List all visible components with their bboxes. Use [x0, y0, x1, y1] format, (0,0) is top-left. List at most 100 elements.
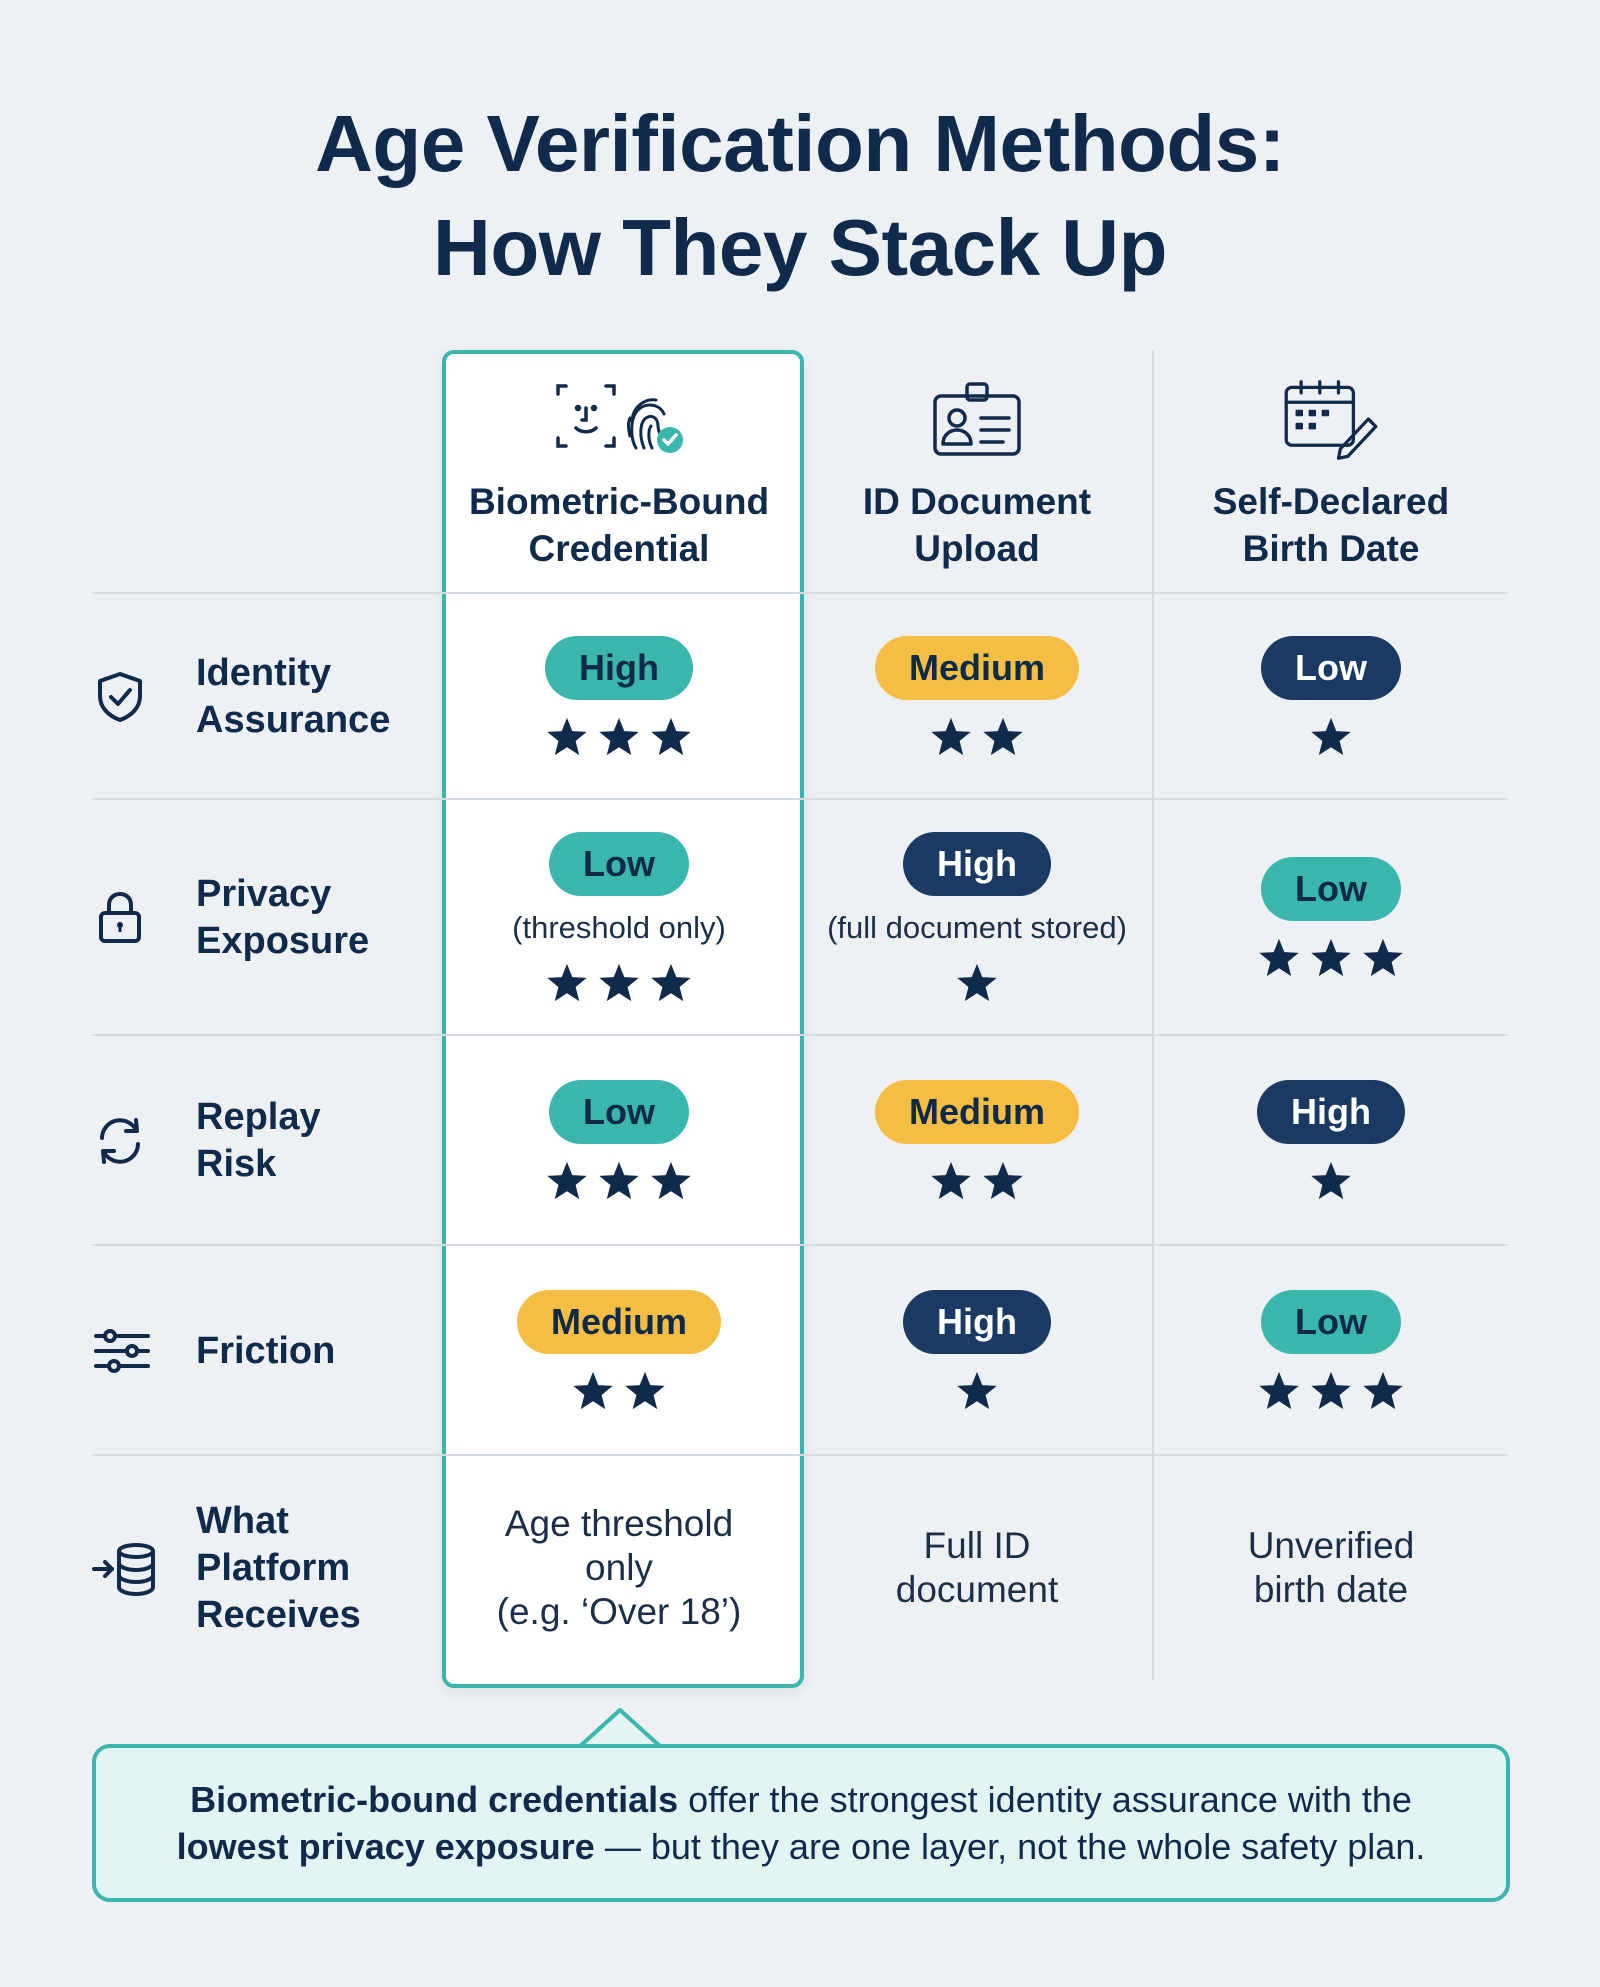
rating-cell: High — [1154, 1036, 1508, 1246]
received-data-text: Age threshold only (e.g. ‘Over 18’) — [496, 1503, 742, 1632]
star-icon — [651, 1161, 691, 1200]
star-icon — [599, 717, 639, 756]
star-icon — [1363, 938, 1403, 977]
star-icon — [573, 1371, 613, 1410]
level-badge: Medium — [516, 1290, 721, 1354]
received-data-text: Full ID document — [895, 1525, 1059, 1610]
level-note: (full document stored) — [827, 910, 1127, 945]
arrow-into-database-icon — [92, 1543, 155, 1597]
star-rating — [929, 716, 1025, 758]
rating-cell: Medium — [800, 594, 1154, 800]
star-icon — [547, 1161, 587, 1200]
level-note: (threshold only) — [512, 910, 726, 945]
star-icon — [931, 1161, 971, 1200]
row-divider — [92, 1244, 1508, 1246]
star-rating — [545, 962, 693, 1004]
featured-column-card — [442, 350, 804, 1688]
level-badge: High — [903, 832, 1051, 896]
star-icon — [983, 1161, 1023, 1200]
row-divider — [92, 798, 1508, 800]
row-label-text: Identity Assurance — [196, 652, 391, 741]
callout-bold-1: Biometric-bound credentials — [190, 1779, 679, 1820]
rating-cell: Unverified birth date — [1154, 1456, 1508, 1680]
star-icon — [651, 963, 691, 1002]
column-header: Self-Declared Birth Date — [1154, 378, 1508, 572]
level-badge: Medium — [874, 636, 1079, 700]
star-icon — [1311, 717, 1351, 756]
level-badge: Low — [549, 832, 689, 896]
rating-cell: Low — [1154, 594, 1508, 800]
star-rating — [955, 1370, 999, 1412]
column-header-label: Self-Declared Birth Date — [1212, 481, 1450, 569]
star-rating — [545, 1160, 693, 1202]
level-badge: High — [1257, 1080, 1405, 1144]
comparison-table: Biometric-Bound Credential ID Document Up… — [92, 350, 1508, 1688]
level-badge: Low — [1261, 1290, 1401, 1354]
column-header-label: Biometric-Bound Credential — [468, 481, 770, 569]
shield-check-icon — [98, 672, 142, 722]
rating-cell: Medium — [442, 1246, 796, 1456]
star-rating — [1309, 716, 1353, 758]
star-icon — [957, 963, 997, 1002]
star-rating — [545, 716, 693, 758]
calendar-pencil-icon — [1284, 380, 1378, 460]
callout-text-1: offer the strongest identity assurance w… — [678, 1779, 1412, 1820]
row-label: Replay Risk — [92, 1036, 432, 1246]
row-label-text: Replay Risk — [196, 1096, 321, 1185]
star-icon — [1311, 1161, 1351, 1200]
rating-cell: High (full document stored) — [800, 800, 1154, 1036]
star-icon — [651, 717, 691, 756]
star-rating — [571, 1370, 667, 1412]
rating-cell: Medium — [800, 1036, 1154, 1246]
id-card-icon — [933, 382, 1021, 456]
level-badge: High — [903, 1290, 1051, 1354]
padlock-icon — [99, 891, 141, 943]
star-icon — [1259, 1371, 1299, 1410]
star-icon — [931, 717, 971, 756]
star-icon — [1259, 938, 1299, 977]
star-icon — [547, 717, 587, 756]
column-header: Biometric-Bound Credential — [442, 378, 796, 572]
rating-cell: Low — [1154, 1246, 1508, 1456]
row-label-text: What Platform Receives — [196, 1499, 361, 1636]
row-label: Privacy Exposure — [92, 800, 432, 1036]
row-divider — [92, 1454, 1508, 1456]
refresh-arrows-icon — [100, 1118, 140, 1164]
level-badge: High — [545, 636, 693, 700]
title-line-2: How They Stack Up — [433, 203, 1167, 292]
summary-callout: Biometric-bound credentials offer the st… — [92, 1744, 1510, 1902]
callout-text: Biometric-bound credentials offer the st… — [177, 1776, 1426, 1870]
star-icon — [983, 717, 1023, 756]
rating-cell: Age threshold only (e.g. ‘Over 18’) — [442, 1456, 796, 1680]
row-divider — [92, 1034, 1508, 1036]
callout-bold-2: lowest privacy exposure — [176, 1826, 595, 1867]
title-line-1: Age Verification Methods: — [315, 99, 1285, 188]
star-rating — [1309, 1160, 1353, 1202]
level-badge: Low — [549, 1080, 689, 1144]
level-badge: Low — [1261, 857, 1401, 921]
received-data-text: Unverified birth date — [1247, 1525, 1415, 1610]
star-rating — [1257, 1370, 1405, 1412]
rating-cell: High — [442, 594, 796, 800]
star-rating — [1257, 937, 1405, 979]
star-rating — [929, 1160, 1025, 1202]
row-label-text: Privacy Exposure — [196, 873, 370, 962]
row-label-text: Friction — [196, 1329, 336, 1372]
rating-cell: Full ID document — [800, 1456, 1154, 1680]
row-divider — [92, 592, 1508, 594]
level-badge: Low — [1261, 636, 1401, 700]
column-header: ID Document Upload — [800, 378, 1154, 572]
column-divider — [1152, 350, 1154, 1680]
level-badge: Medium — [874, 1080, 1079, 1144]
row-label: Identity Assurance — [92, 594, 432, 800]
face-scan-fingerprint-check-icon — [556, 384, 683, 453]
callout-text-2: — but they are one layer, not the whole … — [594, 1826, 1426, 1867]
star-icon — [957, 1371, 997, 1410]
star-icon — [625, 1371, 665, 1410]
star-icon — [599, 963, 639, 1002]
star-icon — [1363, 1371, 1403, 1410]
rating-cell: Low (threshold only) — [442, 800, 796, 1036]
rating-cell: Low — [442, 1036, 796, 1246]
star-icon — [599, 1161, 639, 1200]
